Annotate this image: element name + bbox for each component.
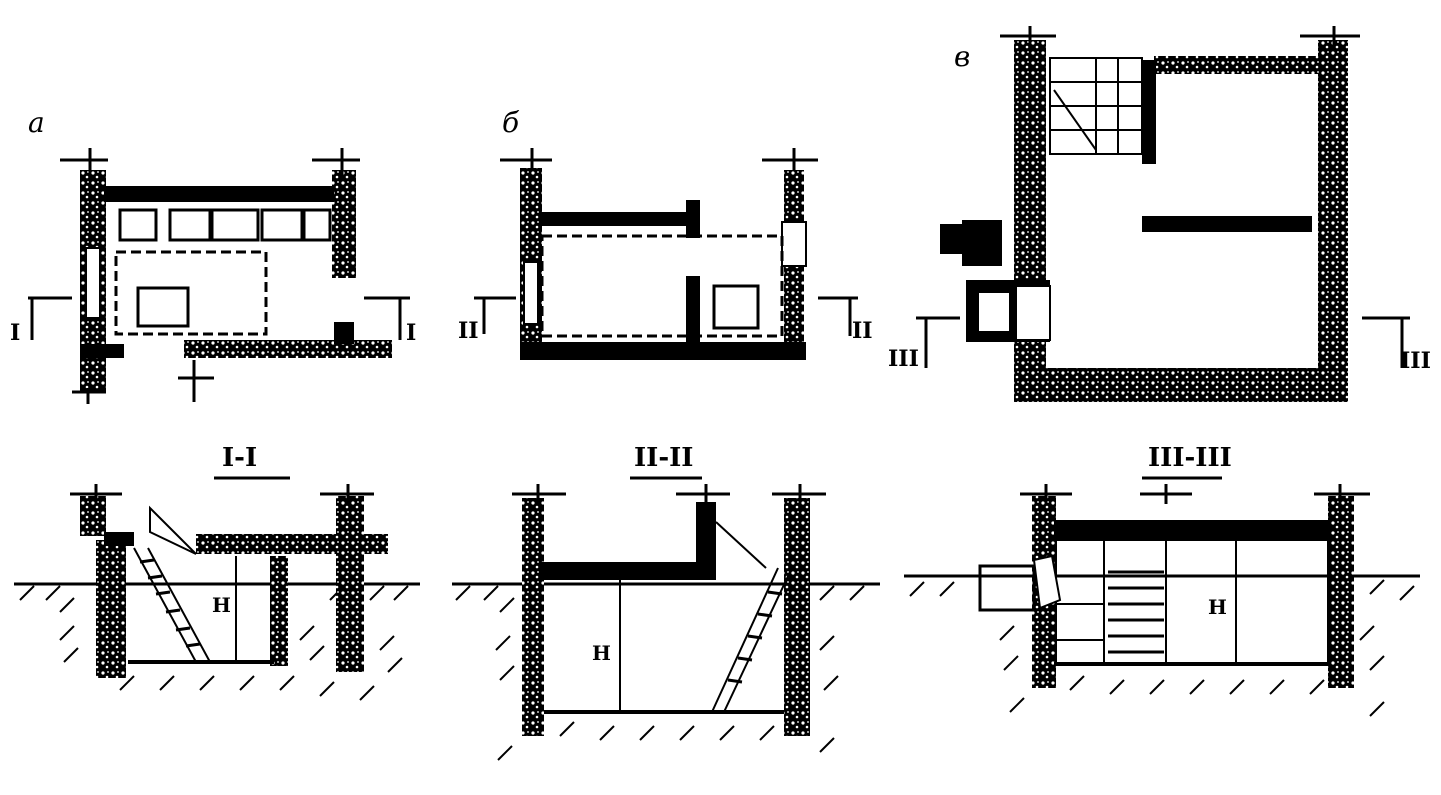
plan-a-section-mark-left: I [10,320,20,346]
section-1: I-I H [14,443,420,701]
section-3-cellar-space [1055,539,1329,665]
plan-b-label: б [502,106,520,139]
plan-b-section-mark-left: II [458,318,479,344]
plan-v-section-arrow-left [916,316,960,368]
plan-b-pit-outline [540,234,784,338]
plan-a-shelf [118,208,158,242]
section-2: II-II H [452,443,880,761]
section-3-height-label: H [1208,595,1227,619]
plan-a-shelf [260,208,304,242]
plan-a-pier [334,322,354,344]
plan-b-partition-top [540,212,692,226]
plan-a-right-wall [332,170,356,278]
section-3-floor-slab [1054,520,1330,540]
plan-a-section-arrow-left [28,296,72,340]
plan-v: в III III [888,26,1431,402]
plan-v-section-mark-left: III [888,346,919,372]
plan-a-bottom-wall-left [80,344,124,358]
plan-b-partition-lower [686,276,700,342]
plan-v-section-mark-right: III [1400,348,1431,374]
plan-b-column-stub [762,148,818,170]
plan-v-entrance-block [962,220,1002,266]
section-3-wall-right [1328,496,1354,688]
section-3-stair [1108,570,1164,654]
section-1-ladder [133,547,211,663]
section-1-cellar-wall-left [96,540,126,678]
plan-v-left-wall [1014,40,1046,400]
section-1-floor-slab [196,534,388,554]
plan-v-bottom-wall [1014,368,1348,402]
section-1-inner-wall [270,556,288,666]
plan-b-partition-stub [686,200,700,238]
plan-b-bottom-wall [520,342,806,360]
section-2-wall-left [522,498,544,736]
section-1-column-stub [320,484,374,504]
plan-b-section-mark-right: II [852,318,873,344]
plan-a-column-stub [72,388,106,404]
section-1-height-label: H [212,593,231,617]
section-3-title: III-III [1148,443,1232,473]
plan-a-window [85,247,101,319]
section-3-entrance-door [1032,554,1062,610]
section-3-column-stub [1314,484,1370,504]
plan-b-vent [781,221,807,267]
plan-v-stair-wall [1142,60,1156,164]
plan-b-window [523,261,539,325]
plan-v-stair [1049,57,1143,155]
section-2-wall-right [784,498,810,736]
section-3-ground-hatching [909,579,1415,717]
plan-a-column-stub [312,148,360,175]
plan-a-shelf [210,208,260,242]
plan-a-section-arrow-right [364,296,410,340]
section-2-partition [696,502,716,568]
plan-v-section-arrow-right [1362,316,1410,368]
plan-v-partition [1142,216,1312,232]
plan-a-pit-outline [114,250,268,336]
plan-v-column-stub [1000,26,1056,50]
plan-v-vestibule-door [977,291,1011,333]
plan-a-shelf [302,208,332,242]
plan-b-section-arrow-left [474,296,516,334]
plan-a-bottom-wall-right [184,340,392,358]
section-1-title: I-I [222,443,257,473]
section-3-column-stub [1140,484,1192,504]
section-2-ground-hatching [455,585,865,761]
plan-a-shelf [168,208,212,242]
section-2-column-stub [512,484,566,504]
plan-a-top-wall [104,186,334,202]
plan-b-section-arrow-right [818,296,858,336]
plan-b: б II II [458,106,873,360]
section-1-upper-wall-left [80,496,106,536]
plan-v-top-wall [1154,56,1320,74]
plan-a-bin [136,286,190,328]
section-1-ground-hatching [19,585,409,701]
plan-a: а I I [10,106,416,404]
section-2-height-label: H [592,641,611,665]
section-2-column-stub [676,484,730,504]
plan-a-label: а [28,106,45,139]
section-1-column-stub [70,484,122,504]
section-2-column-stub [772,484,826,504]
plan-a-column-stub [60,148,108,175]
section-2-floor-slab [540,562,716,580]
section-3: III-III H [904,443,1420,717]
plan-b-column-stub [500,148,552,170]
section-1-hatch-lid [149,505,197,555]
section-3-column-stub [1020,484,1072,504]
plan-a-section-mark-right: I [406,320,416,346]
section-1-wall-right [336,496,364,672]
plan-b-bin [712,284,760,330]
plan-a-column-stub [178,360,214,402]
section-2-hatch-lid [715,521,767,569]
section-3-entrance [978,564,1036,612]
section-1-slab-edge [104,532,134,546]
plan-v-label: в [954,40,970,73]
section-2-ladder [711,567,791,713]
plan-v-column-stub [1300,26,1360,50]
plan-v-right-wall [1318,40,1348,400]
section-3-shelving [1056,540,1167,664]
section-2-title: II-II [634,443,693,473]
plan-v-vestibule-opening [1015,285,1051,341]
